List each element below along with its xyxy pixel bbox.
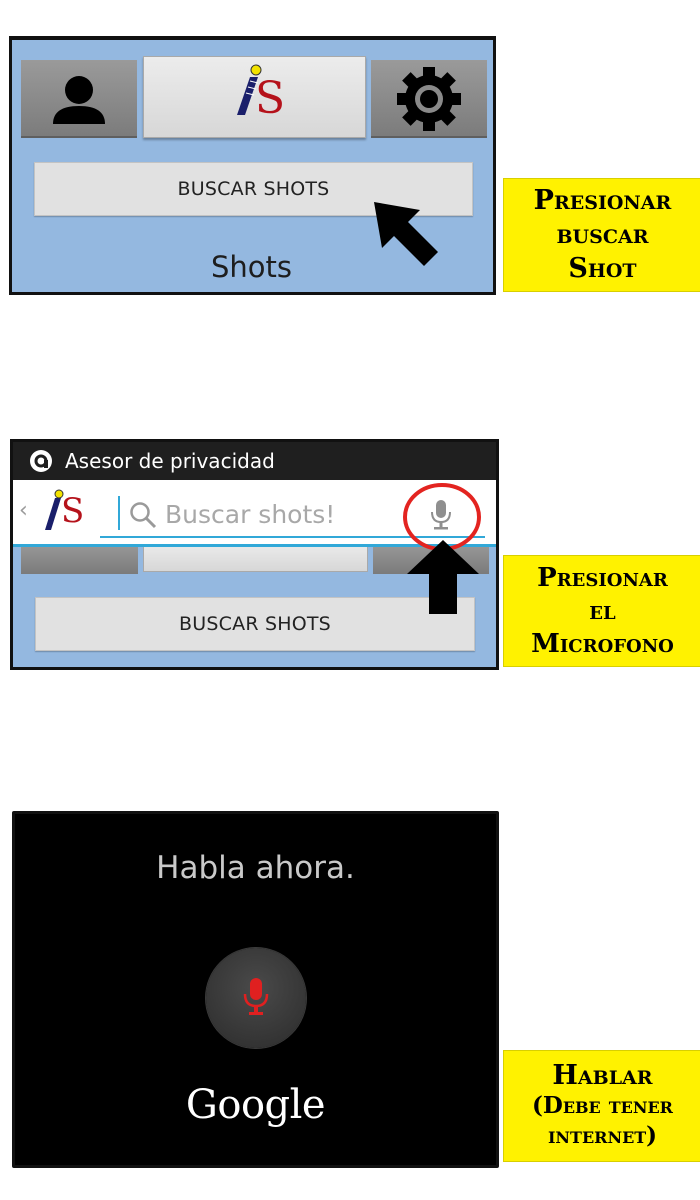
person-icon — [53, 76, 105, 124]
logo-button[interactable] — [143, 542, 368, 572]
profile-button[interactable] — [21, 60, 137, 138]
arrow-pointer-icon — [374, 202, 438, 266]
logo-button[interactable]: S — [143, 56, 366, 138]
ls-logo-icon — [45, 489, 64, 530]
status-bar: Asesor de privacidad — [13, 442, 496, 480]
ls-logo-icon — [237, 64, 262, 115]
callout-line: Shot — [568, 253, 637, 284]
notification-text: Asesor de privacidad — [65, 449, 275, 473]
callout-line: internet) — [547, 1122, 658, 1149]
microphone-icon[interactable] — [427, 498, 455, 530]
arrow-up-icon — [407, 540, 479, 614]
callout-line: buscar — [556, 219, 649, 250]
microphone-button[interactable] — [206, 948, 306, 1048]
step3-callout: Hablar (Debe tener internet) — [503, 1050, 700, 1162]
search-icon — [130, 502, 157, 529]
text-cursor — [118, 496, 120, 530]
google-brand: Google — [185, 1082, 326, 1128]
logo-letter: S — [61, 491, 85, 531]
speak-now-prompt: Habla ahora. — [156, 850, 355, 886]
callout-line: (Debe tener — [532, 1092, 673, 1119]
profile-button[interactable] — [21, 542, 138, 574]
search-bar: ‹ S Buscar shots! — [13, 480, 496, 551]
callout-line: Presionar — [537, 562, 668, 593]
search-shots-button[interactable]: BUSCAR SHOTS — [35, 597, 475, 651]
section-title: Shots — [211, 250, 293, 284]
search-underline — [100, 536, 485, 538]
callout-line: Hablar — [552, 1060, 653, 1091]
callout-line: el — [589, 595, 616, 626]
step2-screenshot: BUSCAR SHOTS Asesor de privacidad ‹ S Bu… — [10, 439, 499, 670]
microphone-icon — [243, 978, 269, 1015]
chevron-left-icon[interactable]: ‹ — [19, 498, 28, 523]
step3-screenshot: Habla ahora. Google — [12, 811, 499, 1168]
callout-line: Presionar — [533, 185, 672, 216]
step1-screenshot: S BUSCAR SHOTS Shots — [9, 36, 496, 295]
step2-callout: Presionar el Microfono — [503, 555, 700, 667]
search-input[interactable]: Buscar shots! — [165, 500, 336, 529]
logo-letter: S — [255, 73, 286, 124]
step1-callout: Presionar buscar Shot — [503, 178, 700, 292]
privacy-advisor-icon — [30, 450, 52, 472]
callout-line: Microfono — [531, 628, 674, 659]
gear-icon — [397, 67, 461, 131]
settings-button[interactable] — [371, 60, 487, 138]
